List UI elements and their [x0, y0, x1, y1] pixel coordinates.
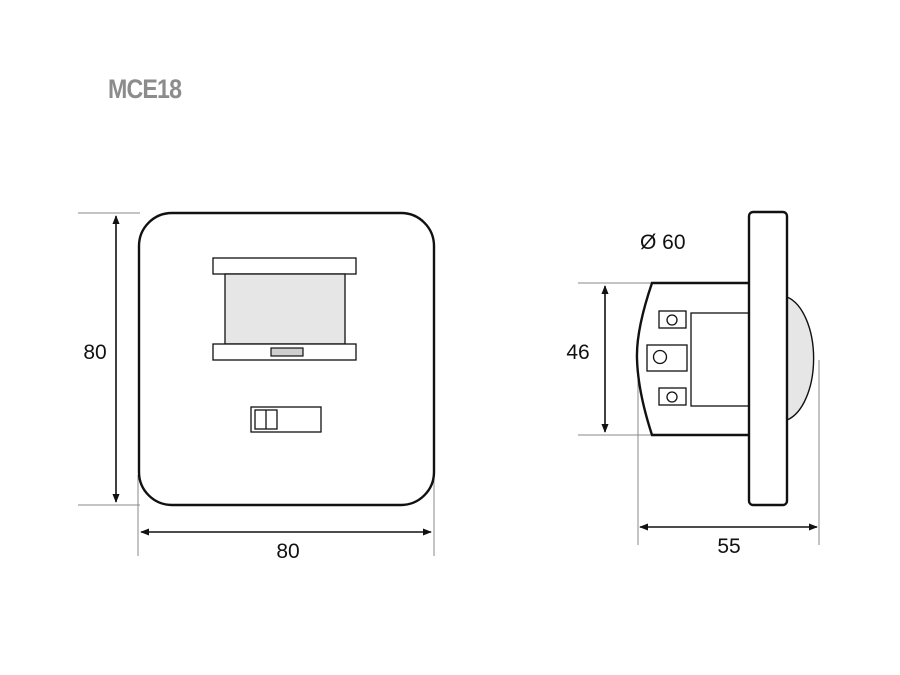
- terminal-bottom-screw: [666, 391, 678, 403]
- terminal-top-screw: [666, 314, 678, 326]
- side-front-plate: [747, 210, 789, 507]
- product-model-title: MCE18: [108, 74, 182, 104]
- side-height-label: 46: [566, 341, 589, 364]
- side-diameter-label: Ø 60: [640, 231, 686, 254]
- side-inner-module: [690, 312, 750, 407]
- front-height-label: 80: [83, 341, 106, 364]
- status-led: [270, 347, 304, 357]
- sensor-top-bar: [212, 257, 357, 275]
- front-width-label: 80: [276, 540, 299, 563]
- front-view: 80 80: [78, 211, 436, 563]
- side-lens-dome: [786, 295, 815, 422]
- sensor-lens-window: [224, 273, 346, 345]
- side-depth-label: 55: [717, 535, 740, 558]
- terminal-middle-screw: [652, 349, 668, 365]
- side-view: Ø 60 46 55: [566, 210, 820, 558]
